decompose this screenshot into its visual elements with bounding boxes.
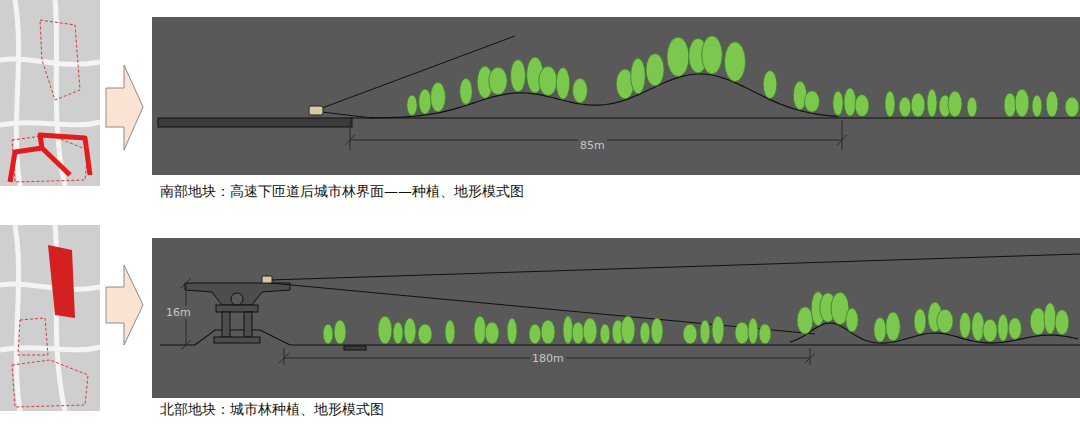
tree-symbol (927, 89, 937, 117)
direction-arrow (106, 65, 143, 150)
tree-symbol (1009, 318, 1022, 340)
tree-symbol (323, 324, 333, 344)
tree-symbol (846, 308, 858, 332)
tree-symbol (430, 82, 445, 112)
tree-symbol (510, 60, 525, 92)
tree-symbol (621, 316, 635, 344)
site-thumbnail (0, 225, 100, 411)
tree-symbol (833, 91, 843, 115)
tree-symbol (1015, 89, 1029, 117)
section-panel (152, 17, 1080, 175)
tree-symbol (474, 316, 486, 344)
tree-symbol (886, 312, 901, 341)
tree-symbol (914, 309, 926, 334)
section-panel (152, 238, 1080, 398)
tree-symbol (1055, 310, 1069, 335)
tree-symbol (393, 322, 403, 344)
tree-symbol (507, 318, 517, 344)
dimension-label: 85m (578, 139, 607, 152)
tree-symbol (948, 91, 962, 117)
site-thumbnail (0, 0, 100, 186)
tree-symbol (998, 314, 1009, 341)
highway-bridge (185, 283, 290, 343)
tree-symbol (1032, 95, 1042, 117)
tree-symbol (541, 320, 555, 344)
viewer-car (262, 276, 272, 283)
direction-arrow (106, 265, 143, 345)
tree-symbol (972, 312, 985, 341)
tree-symbol (563, 316, 573, 344)
tree-symbol (885, 91, 895, 117)
tree-symbol (1065, 97, 1079, 117)
tree-symbol (529, 324, 541, 344)
tree-symbol (572, 322, 584, 344)
tree-symbol (556, 67, 570, 99)
tree-symbol (651, 318, 663, 344)
tree-symbol (748, 318, 758, 344)
tree-symbol (911, 93, 925, 117)
tree-symbol (539, 66, 557, 95)
tree-symbol (407, 95, 417, 116)
tree-symbol (855, 94, 869, 116)
tree-symbol (404, 318, 416, 344)
viewer-car (309, 106, 323, 115)
tree-symbol (844, 88, 856, 116)
tree-symbol (445, 320, 455, 344)
tree-symbol (378, 316, 392, 344)
tree-symbol (797, 307, 813, 334)
figure-caption: 北部地块：城市林种植、地形模式图 (160, 401, 384, 419)
road-slab (158, 118, 352, 127)
tree-symbol (967, 97, 977, 117)
tree-symbol (489, 67, 507, 94)
tree-symbol (485, 322, 499, 344)
tree-symbol (640, 322, 650, 344)
tree-symbol (735, 322, 749, 344)
tree-symbol (983, 319, 997, 342)
tree-symbol (874, 317, 886, 342)
tree-symbol (646, 54, 664, 86)
tree-symbol (573, 78, 588, 103)
tree-symbol (724, 42, 745, 82)
tree-symbol (805, 91, 820, 113)
tree-symbol (1030, 308, 1046, 335)
tree-symbol (899, 97, 911, 117)
tree-symbol (763, 70, 777, 98)
tree-symbol (600, 324, 610, 344)
tree-symbol (700, 320, 710, 344)
tree-symbol (1046, 91, 1058, 117)
tree-symbol (937, 309, 953, 333)
dimension-label: 16m (164, 306, 193, 319)
tree-symbol (583, 318, 597, 344)
tree-symbol (334, 320, 346, 344)
tree-symbol (419, 89, 432, 114)
tree-symbol (712, 316, 724, 344)
dimension-label: 180m (530, 352, 566, 365)
tree-symbol (418, 324, 432, 344)
tree-symbol (759, 324, 771, 344)
tree-symbol (959, 312, 970, 338)
tree-symbol (1044, 303, 1056, 334)
dimension-line (181, 278, 815, 365)
tree-symbol (460, 78, 473, 104)
tree-symbol (1004, 93, 1016, 117)
tree-symbol (667, 37, 689, 76)
tree-symbol (683, 324, 697, 344)
figure-caption: 南部地块：高速下匝道后城市林界面——种植、地形模式图 (160, 183, 524, 201)
tree-symbol (631, 58, 646, 94)
tree-symbol (702, 36, 723, 74)
